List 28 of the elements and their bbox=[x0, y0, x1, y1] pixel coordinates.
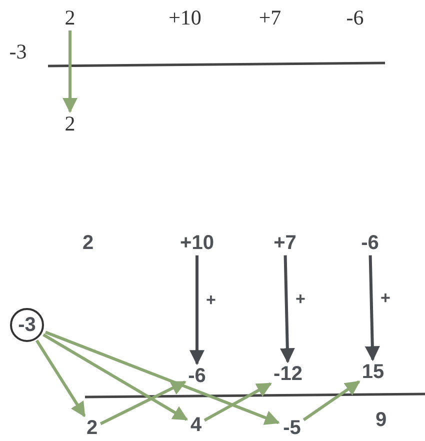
number-text: 9 bbox=[373, 409, 389, 431]
number-text: 2 bbox=[84, 417, 100, 439]
number-text: 15 bbox=[360, 361, 386, 383]
number-text: -6 bbox=[186, 365, 208, 387]
number-text: -6 bbox=[344, 6, 366, 30]
arrow bbox=[42, 333, 188, 421]
arrow bbox=[190, 255, 204, 366]
number-text: 2 bbox=[80, 232, 96, 254]
number-text: +10 bbox=[178, 232, 216, 254]
number-text: 4 bbox=[188, 414, 204, 436]
number-text: +10 bbox=[166, 6, 204, 30]
circled-number: -3 bbox=[10, 308, 44, 342]
number-text: -3 bbox=[7, 40, 29, 64]
number-text: -6 bbox=[359, 232, 381, 254]
arrow bbox=[35, 340, 86, 418]
number-text: -5 bbox=[281, 417, 303, 439]
arrow bbox=[62, 30, 78, 113]
number-text: 2 bbox=[62, 112, 78, 136]
arrow bbox=[302, 380, 360, 422]
arrow bbox=[364, 255, 380, 362]
arrow bbox=[280, 255, 295, 364]
number-text: +7 bbox=[256, 6, 284, 30]
arrow bbox=[204, 382, 272, 422]
number-text: -12 bbox=[272, 363, 304, 385]
number-text: +7 bbox=[272, 232, 298, 254]
arrow bbox=[44, 330, 280, 425]
arrow bbox=[100, 380, 186, 426]
number-text: 2 bbox=[62, 6, 78, 30]
